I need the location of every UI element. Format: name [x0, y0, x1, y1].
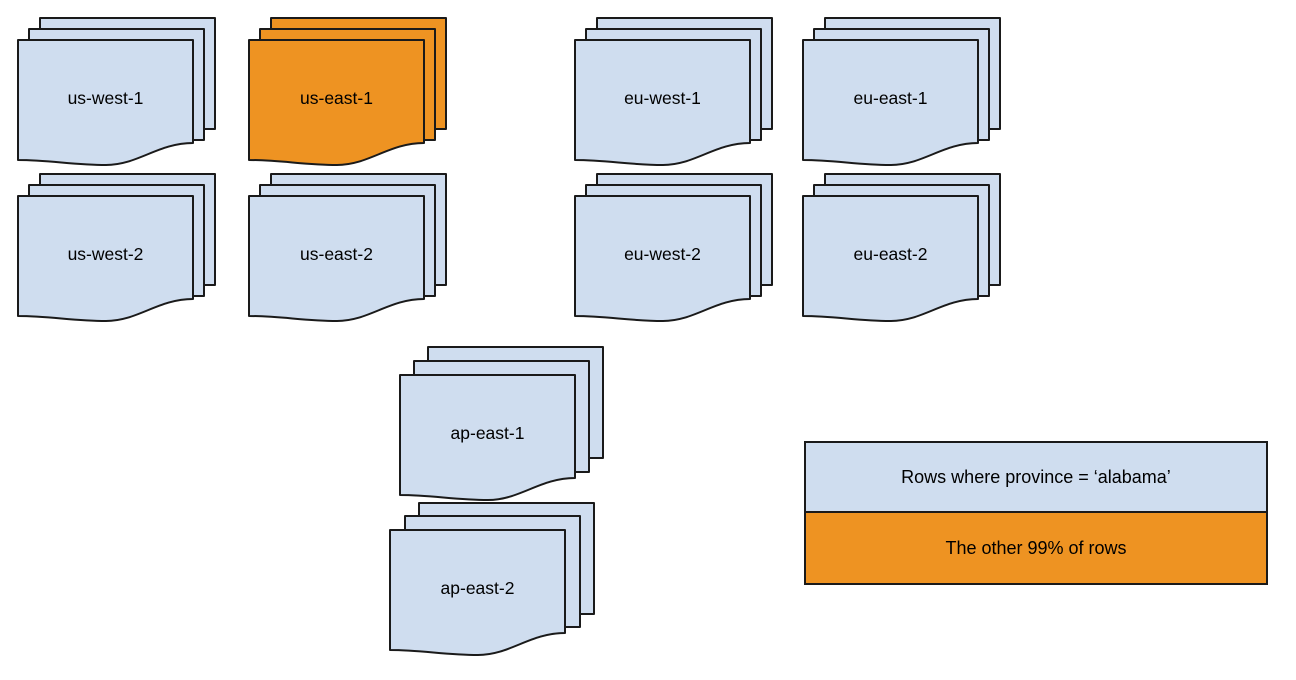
- document-front: [802, 39, 979, 166]
- legend: Rows where province = ‘alabama’ The othe…: [804, 441, 1268, 585]
- legend-label: Rows where province = ‘alabama’: [901, 466, 1171, 487]
- legend-item-orange: The other 99% of rows: [806, 513, 1266, 583]
- document-front: [399, 374, 576, 501]
- stack-us-east-1[interactable]: us-east-1: [248, 17, 459, 175]
- document-front: [248, 39, 425, 166]
- stack-shape: [389, 502, 595, 656]
- stack-us-west-1[interactable]: us-west-1: [17, 17, 228, 175]
- document-front: [17, 195, 194, 322]
- stack-eu-west-2[interactable]: eu-west-2: [574, 173, 785, 331]
- document-front: [574, 195, 751, 322]
- stack-eu-east-2[interactable]: eu-east-2: [802, 173, 1013, 331]
- legend-label: The other 99% of rows: [945, 537, 1127, 558]
- stack-us-west-2[interactable]: us-west-2: [17, 173, 228, 331]
- stack-shape: [17, 173, 216, 322]
- stack-shape: [17, 17, 216, 166]
- stack-us-east-2[interactable]: us-east-2: [248, 173, 459, 331]
- stack-eu-west-1[interactable]: eu-west-1: [574, 17, 785, 175]
- document-front: [574, 39, 751, 166]
- stack-shape: [802, 17, 1001, 166]
- stack-shape: [574, 17, 773, 166]
- document-front: [248, 195, 425, 322]
- document-front: [802, 195, 979, 322]
- stack-shape: [399, 346, 604, 501]
- stack-eu-east-1[interactable]: eu-east-1: [802, 17, 1013, 175]
- legend-item-blue: Rows where province = ‘alabama’: [806, 443, 1266, 513]
- stack-shape: [802, 173, 1001, 322]
- stack-shape: [248, 17, 447, 166]
- document-front: [389, 529, 566, 656]
- stack-shape: [248, 173, 447, 322]
- stack-ap-east-1[interactable]: ap-east-1: [399, 346, 620, 515]
- stack-shape: [574, 173, 773, 322]
- document-front: [17, 39, 194, 166]
- stack-ap-east-2[interactable]: ap-east-2: [389, 502, 610, 670]
